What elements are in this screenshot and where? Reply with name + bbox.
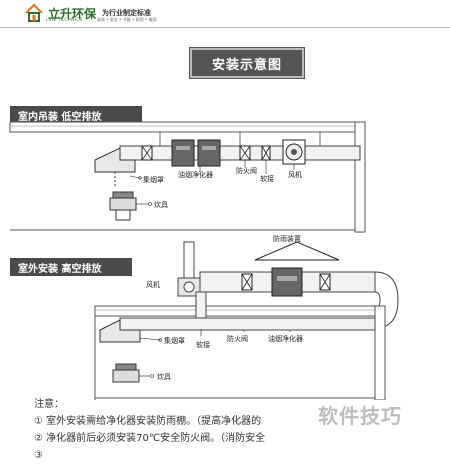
indoor-label-fan: 风机 [288,171,302,179]
notes-block: 注意： ① 室外安装需给净化器安装防雨棚。（提高净化器的 ② 净化器前后必须安装… [34,396,334,464]
outdoor-wall [374,305,386,400]
indoor-label-stove: 炊具 [154,201,168,209]
header-divider [0,27,450,28]
outdoor-purifier [271,267,303,297]
outdoor-duct-bend [374,271,399,329]
indoor-diagram [9,121,366,233]
outdoor-label-soft-joint: 软接 [196,341,210,349]
page-title: 安装示意图 [190,48,304,78]
house-logo-icon [25,3,43,22]
note-item: ② 净化器前后必须安装70℃安全防火阀。（消防安全 [34,433,266,444]
outdoor-label-stove: 炊具 [157,373,171,381]
indoor-wall [354,121,366,233]
notes-heading: 注意： [34,399,64,410]
note-item: ③ [34,450,43,461]
outdoor-inner-duct [119,317,376,331]
indoor-ceiling [9,121,356,133]
outdoor-label-purifier: 油烟净化器 [268,335,303,343]
indoor-purifier-2 [197,139,221,167]
indoor-label-purifier: 油烟净化器 [178,171,213,179]
watermark-text: 软件技巧 [318,404,402,428]
outdoor-stove [112,369,140,383]
brand-slogan: 为行业制定标准 [102,9,152,17]
outdoor-label-fan: 风机 [146,281,160,289]
outdoor-rain-cover [254,241,340,261]
section-outdoor-label: 室外安装 高空排放 [10,258,132,276]
outdoor-roof [94,305,386,317]
outdoor-label-fire-valve: 防火阀 [227,335,248,343]
indoor-label-soft-joint: 软接 [260,175,274,183]
note-item: ① 室外安装需给净化器安装防雨棚。（提高净化器的 [34,416,262,427]
indoor-label-fire-valve: 防火阀 [236,167,257,175]
outdoor-diagram [94,241,399,400]
indoor-purifier-1 [171,139,195,167]
brand-header: 立升环保 为行业制定标准 [24,2,151,24]
outdoor-hood [99,319,141,343]
brand-name: 立升环保 [48,6,97,21]
brand-tagline: 高效 • 安全 • 节能 • 耐用 • 美观 [97,17,157,22]
outdoor-label-hood: 集烟罩 [164,337,185,345]
outdoor-exhaust-stack [183,241,195,279]
section-indoor-label: 室内吊装 低空排放 [10,106,142,124]
indoor-stove [109,197,137,211]
brand-english: LUIE TECHNICS [46,17,83,22]
outdoor-label-rain-cover: 防雨装置 [273,235,301,243]
indoor-label-hood: 集烟罩 [143,176,164,184]
